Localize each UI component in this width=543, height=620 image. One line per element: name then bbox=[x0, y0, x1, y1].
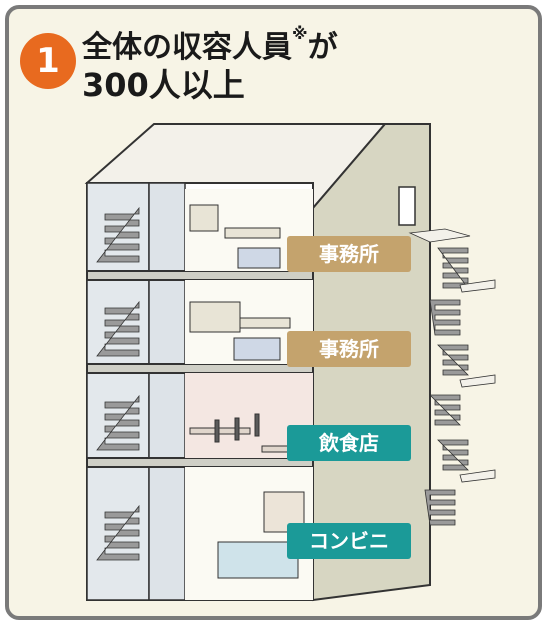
title-end: が bbox=[307, 30, 338, 65]
restaurant-furniture bbox=[189, 413, 291, 453]
note-mark: ※ bbox=[292, 24, 308, 43]
floor-label-office-upper: 事務所 bbox=[287, 236, 411, 272]
title-text: 全体の収容人員 bbox=[82, 30, 292, 65]
inner-wall bbox=[148, 182, 186, 601]
external-stairs bbox=[408, 228, 496, 526]
floor-label-convenience-store: コンビニ bbox=[287, 523, 411, 559]
step-number: 1 bbox=[36, 41, 60, 81]
office-furniture bbox=[189, 204, 291, 361]
step-number-badge: 1 bbox=[20, 33, 76, 89]
side-window bbox=[398, 186, 416, 226]
floor-label-office-lower: 事務所 bbox=[287, 331, 411, 367]
floor-label-restaurant: 飲食店 bbox=[287, 425, 411, 461]
inner-stairs bbox=[96, 206, 140, 561]
title-line-2: 300人以上 bbox=[82, 66, 245, 104]
title-line-1: 全体の収容人員※が bbox=[82, 22, 338, 66]
